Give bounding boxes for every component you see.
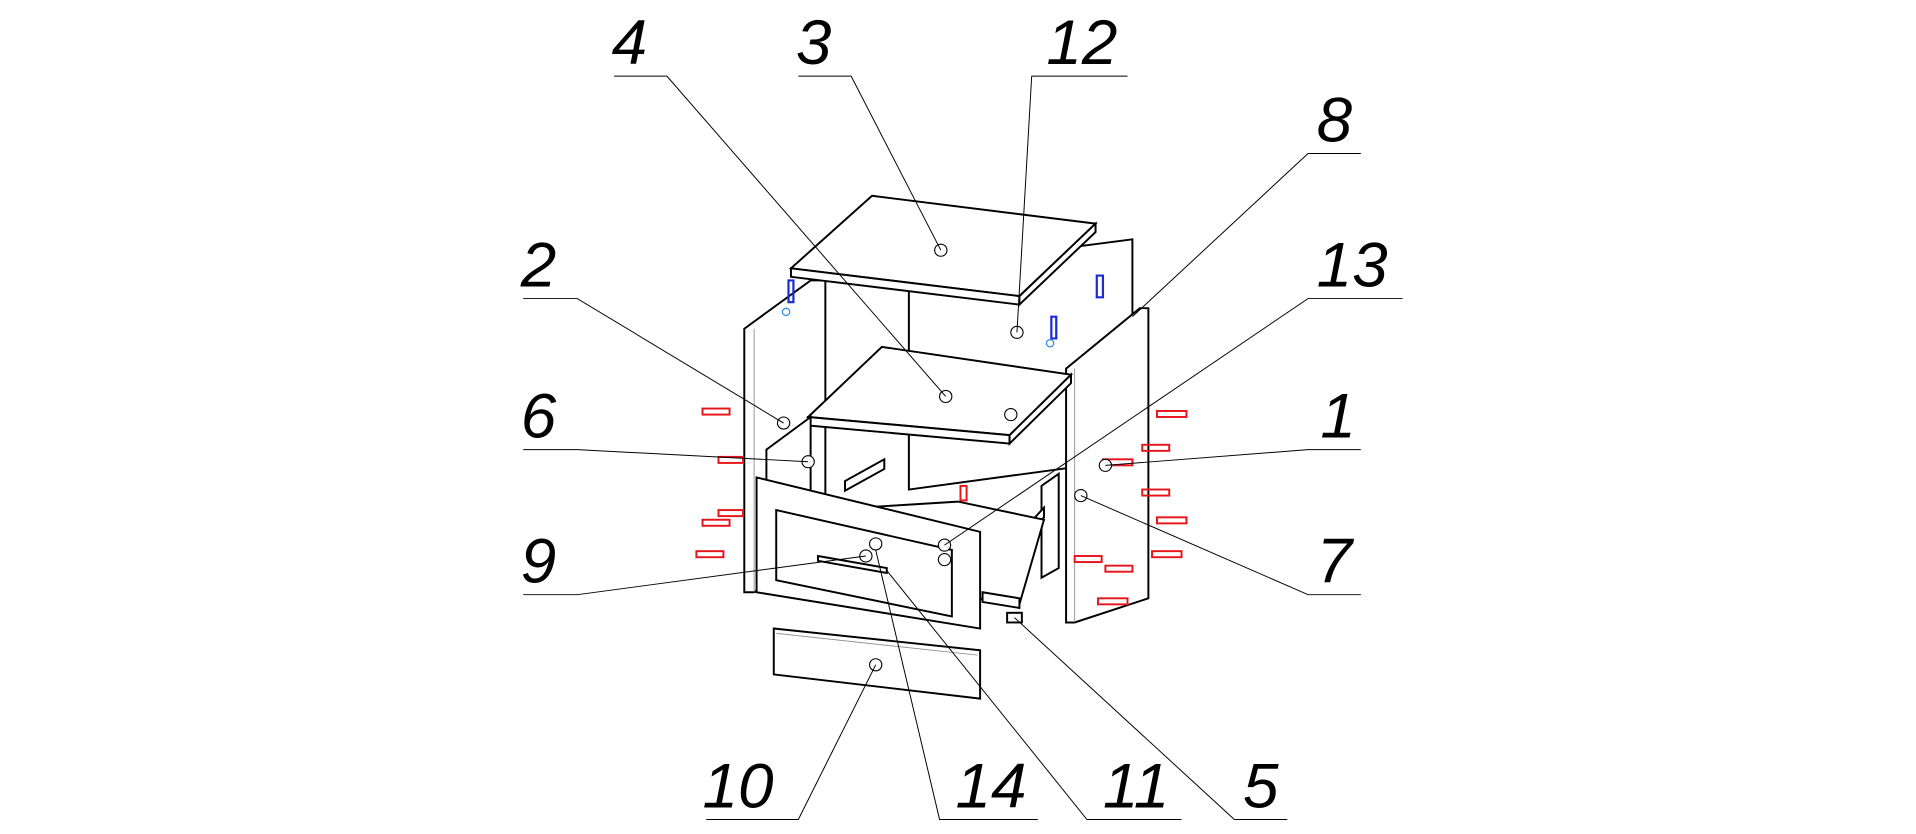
callout-8: 8 xyxy=(1132,86,1361,318)
callout-label: 10 xyxy=(703,752,774,821)
screw-icon xyxy=(1155,409,1188,418)
callout-13: 13 xyxy=(944,231,1403,546)
callout-label: 2 xyxy=(520,231,557,300)
screw-icon xyxy=(1141,443,1171,452)
hinge-icon xyxy=(781,279,795,317)
screw-icon xyxy=(1097,597,1129,606)
callout-5: 5 xyxy=(1014,617,1288,821)
callout-label: 4 xyxy=(612,9,648,78)
callout-10: 10 xyxy=(703,664,877,821)
callout-label: 6 xyxy=(521,382,557,451)
callout-1: 1 xyxy=(1105,382,1361,466)
screw-icon xyxy=(717,455,745,464)
callout-7: 7 xyxy=(1080,495,1361,596)
callout-label: 12 xyxy=(1046,9,1117,78)
part-markers xyxy=(776,243,1113,672)
callout-6: 6 xyxy=(521,382,809,463)
callout-label: 8 xyxy=(1317,86,1353,155)
screw-icon xyxy=(1155,516,1188,525)
screw-icon xyxy=(959,484,968,502)
screw-icon xyxy=(1141,488,1171,497)
callout-label: 11 xyxy=(1103,752,1169,821)
callout-4: 4 xyxy=(612,9,947,397)
callout-label: 13 xyxy=(1317,231,1388,300)
callout-label: 14 xyxy=(956,752,1027,821)
callout-9: 9 xyxy=(521,527,866,596)
screw-icon xyxy=(717,509,745,518)
callout-12: 12 xyxy=(1016,9,1128,333)
screw-icon xyxy=(1073,555,1103,564)
hinge-icon xyxy=(1095,274,1105,299)
screw-icon xyxy=(695,550,725,559)
callout-2: 2 xyxy=(520,231,784,424)
screws xyxy=(695,407,1188,606)
callout-label: 9 xyxy=(521,527,557,596)
callout-label: 7 xyxy=(1317,527,1355,596)
hinge-icon xyxy=(1045,315,1058,348)
callout-label: 1 xyxy=(1320,382,1356,451)
hinges xyxy=(781,274,1105,348)
callout-label: 5 xyxy=(1243,752,1279,821)
callout-3: 3 xyxy=(796,9,942,251)
screw-icon xyxy=(701,518,731,527)
screw-icon xyxy=(1151,550,1183,559)
callout-11: 11 xyxy=(886,570,1182,821)
callout-14: 14 xyxy=(875,549,1038,821)
callout-label: 3 xyxy=(796,9,832,78)
screw-icon xyxy=(1104,564,1134,573)
screw-icon xyxy=(701,407,731,416)
